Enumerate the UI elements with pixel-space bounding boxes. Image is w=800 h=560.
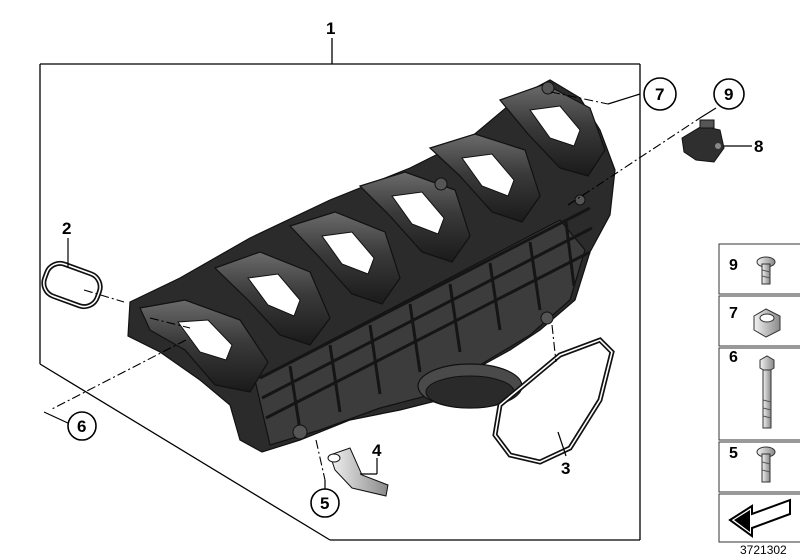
callout-8-label: 8 [754, 137, 763, 156]
callout-2-label: 2 [62, 219, 71, 238]
legend-row-arrow [718, 493, 800, 543]
bracket-part [327, 447, 389, 497]
callout-4: 4 [372, 441, 382, 460]
arrow-icon [728, 498, 791, 538]
plenum-ribs [259, 206, 593, 431]
legend-row-7: 7 [718, 295, 800, 347]
gasket-runner [41, 260, 103, 310]
intake-manifold [127, 79, 616, 453]
leader-lines [43, 91, 752, 492]
runner-3 [288, 211, 401, 305]
callout-3-label: 3 [561, 459, 570, 478]
callout-6: 6 [67, 411, 97, 441]
callout-1: 1 [326, 19, 335, 38]
callout-2: 2 [62, 219, 71, 238]
legend-row-9: 9 [718, 243, 800, 295]
assembly-frame [39, 38, 641, 541]
callout-1-label: 1 [326, 19, 335, 38]
legend-num-6: 6 [729, 349, 738, 366]
callout-3: 3 [561, 459, 570, 478]
runner-5 [428, 133, 541, 223]
callout-7: 7 [643, 77, 677, 111]
callout-4-label: 4 [372, 441, 382, 460]
fastener-legend: 9 7 6 [718, 243, 800, 543]
torx-screw-icon [756, 256, 776, 285]
callout-9: 9 [713, 78, 745, 110]
legend-row-6: 6 [718, 347, 800, 441]
callout-6-label: 6 [77, 417, 86, 436]
runner-6 [498, 83, 606, 177]
gasket-throttle [492, 337, 615, 465]
legend-num-7: 7 [729, 305, 738, 322]
callout-8: 8 [754, 137, 763, 156]
callout-7-label: 7 [655, 85, 664, 104]
callout-5-label: 5 [320, 494, 329, 513]
runner-2 [213, 251, 331, 346]
legend-num-9: 9 [729, 257, 738, 274]
sensor-part [681, 119, 725, 163]
legend-num-5: 5 [729, 445, 738, 462]
legend-row-5: 5 [718, 441, 800, 493]
runner-4 [358, 171, 471, 263]
diagram-code: 3721302 [740, 543, 787, 557]
torx-screw-icon [756, 446, 776, 483]
callout-9-label: 9 [724, 85, 733, 104]
callout-5: 5 [310, 488, 340, 518]
mounting-bosses [292, 81, 586, 440]
hex-bolt-icon [759, 355, 775, 429]
hex-nut-icon [753, 308, 781, 338]
